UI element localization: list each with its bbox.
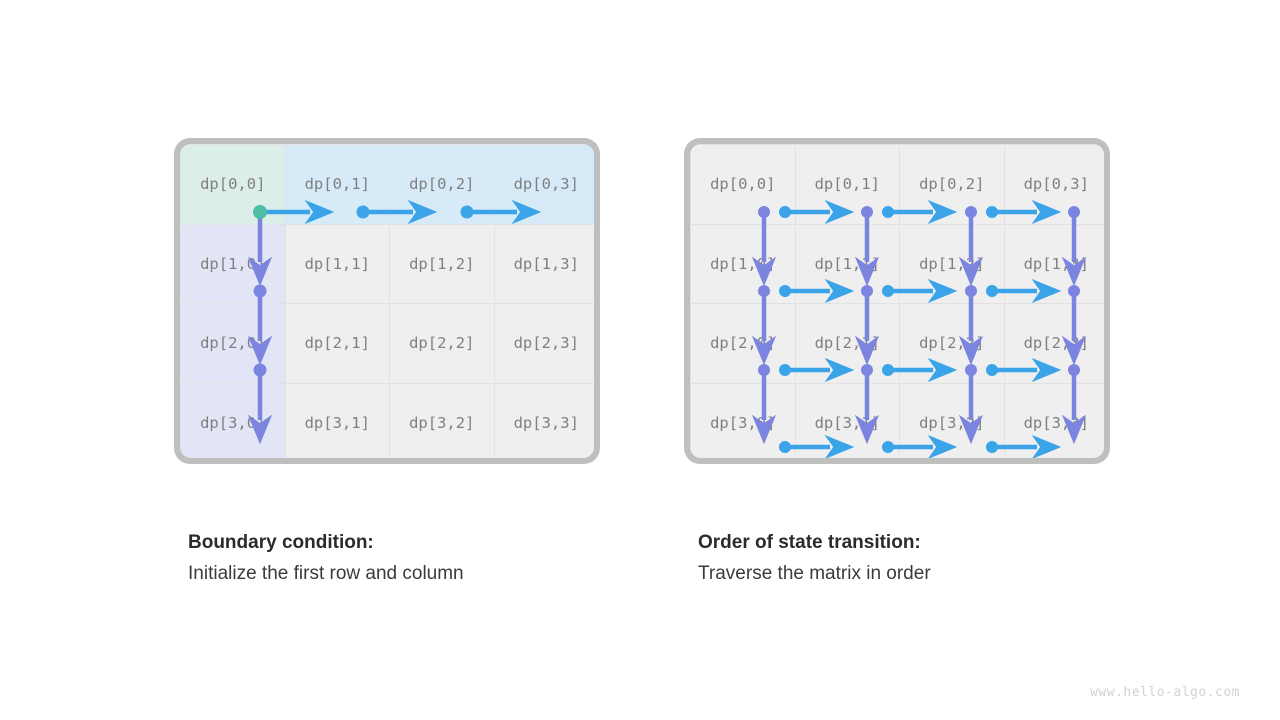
dp2-cell-0-2[interactable]: dp[0,2] bbox=[899, 144, 1005, 225]
caption-title: Order of state transition: bbox=[698, 532, 921, 553]
dp-cell-0-3[interactable]: dp[0,3] bbox=[493, 144, 594, 225]
dp2-cell-3-2[interactable]: dp[3,2] bbox=[899, 382, 1005, 458]
dp2-cell-3-3[interactable]: dp[3,3] bbox=[1003, 382, 1104, 458]
dp2-cell-1-1[interactable]: dp[1,1] bbox=[794, 223, 900, 304]
dp2-cell-2-2[interactable]: dp[2,2] bbox=[899, 303, 1005, 384]
boundary-condition-caption: Boundary condition: Initialize the first… bbox=[188, 528, 464, 590]
dp-cell-0-2[interactable]: dp[0,2] bbox=[389, 144, 495, 225]
state-transition-panel: dp[0,0] dp[0,1] dp[0,2] dp[0,3] dp[1,0] … bbox=[684, 138, 1110, 464]
dp-grid-inner-left: dp[0,0] dp[0,1] dp[0,2] dp[0,3] dp[1,0] … bbox=[180, 144, 594, 458]
state-transition-caption: Order of state transition: Traverse the … bbox=[698, 528, 931, 590]
dp2-cell-3-1[interactable]: dp[3,1] bbox=[794, 382, 900, 458]
dp-table-right: dp[0,0] dp[0,1] dp[0,2] dp[0,3] dp[1,0] … bbox=[690, 144, 1104, 458]
dp-cell-0-0[interactable]: dp[0,0] bbox=[180, 144, 286, 225]
dp-cell-2-3[interactable]: dp[2,3] bbox=[493, 303, 594, 384]
dp-cell-1-0[interactable]: dp[1,0] bbox=[180, 223, 286, 304]
dp-grid-frame-left: dp[0,0] dp[0,1] dp[0,2] dp[0,3] dp[1,0] … bbox=[174, 138, 600, 464]
table-row: dp[2,0] dp[2,1] dp[2,2] dp[2,3] bbox=[690, 303, 1104, 384]
dp2-cell-1-2[interactable]: dp[1,2] bbox=[899, 223, 1005, 304]
dp-cell-3-2[interactable]: dp[3,2] bbox=[389, 382, 495, 458]
dp-cell-1-1[interactable]: dp[1,1] bbox=[284, 223, 390, 304]
table-row: dp[0,0] dp[0,1] dp[0,2] dp[0,3] bbox=[180, 144, 594, 225]
dp-cell-3-1[interactable]: dp[3,1] bbox=[284, 382, 390, 458]
dp-cell-1-3[interactable]: dp[1,3] bbox=[493, 223, 594, 304]
watermark-url: www.hello-algo.com bbox=[1090, 685, 1240, 700]
table-row: dp[1,0] dp[1,1] dp[1,2] dp[1,3] bbox=[690, 223, 1104, 304]
caption-subtitle: Traverse the matrix in order bbox=[698, 563, 931, 584]
dp-cell-2-2[interactable]: dp[2,2] bbox=[389, 303, 495, 384]
dp2-cell-1-3[interactable]: dp[1,3] bbox=[1003, 223, 1104, 304]
dp-grid-frame-right: dp[0,0] dp[0,1] dp[0,2] dp[0,3] dp[1,0] … bbox=[684, 138, 1110, 464]
dp2-cell-3-0[interactable]: dp[3,0] bbox=[690, 382, 796, 458]
dp2-cell-2-3[interactable]: dp[2,3] bbox=[1003, 303, 1104, 384]
table-row: dp[2,0] dp[2,1] dp[2,2] dp[2,3] bbox=[180, 303, 594, 384]
boundary-condition-panel: dp[0,0] dp[0,1] dp[0,2] dp[0,3] dp[1,0] … bbox=[174, 138, 600, 464]
table-row: dp[1,0] dp[1,1] dp[1,2] dp[1,3] bbox=[180, 223, 594, 304]
caption-subtitle: Initialize the first row and column bbox=[188, 563, 464, 584]
dp2-cell-2-1[interactable]: dp[2,1] bbox=[794, 303, 900, 384]
dp2-cell-0-1[interactable]: dp[0,1] bbox=[794, 144, 900, 225]
table-row: dp[0,0] dp[0,1] dp[0,2] dp[0,3] bbox=[690, 144, 1104, 225]
table-row: dp[3,0] dp[3,1] dp[3,2] dp[3,3] bbox=[690, 382, 1104, 458]
dp-cell-2-0[interactable]: dp[2,0] bbox=[180, 303, 286, 384]
dp-cell-3-0[interactable]: dp[3,0] bbox=[180, 382, 286, 458]
dp2-cell-0-3[interactable]: dp[0,3] bbox=[1003, 144, 1104, 225]
dp2-cell-0-0[interactable]: dp[0,0] bbox=[690, 144, 796, 225]
dp-grid-inner-right: dp[0,0] dp[0,1] dp[0,2] dp[0,3] dp[1,0] … bbox=[690, 144, 1104, 458]
dp-cell-2-1[interactable]: dp[2,1] bbox=[284, 303, 390, 384]
caption-title: Boundary condition: bbox=[188, 532, 374, 553]
dp-cell-3-3[interactable]: dp[3,3] bbox=[493, 382, 594, 458]
dp-cell-1-2[interactable]: dp[1,2] bbox=[389, 223, 495, 304]
dp-table-left: dp[0,0] dp[0,1] dp[0,2] dp[0,3] dp[1,0] … bbox=[180, 144, 594, 458]
dp-cell-0-1[interactable]: dp[0,1] bbox=[284, 144, 390, 225]
table-row: dp[3,0] dp[3,1] dp[3,2] dp[3,3] bbox=[180, 382, 594, 458]
dp2-cell-1-0[interactable]: dp[1,0] bbox=[690, 223, 796, 304]
dp2-cell-2-0[interactable]: dp[2,0] bbox=[690, 303, 796, 384]
